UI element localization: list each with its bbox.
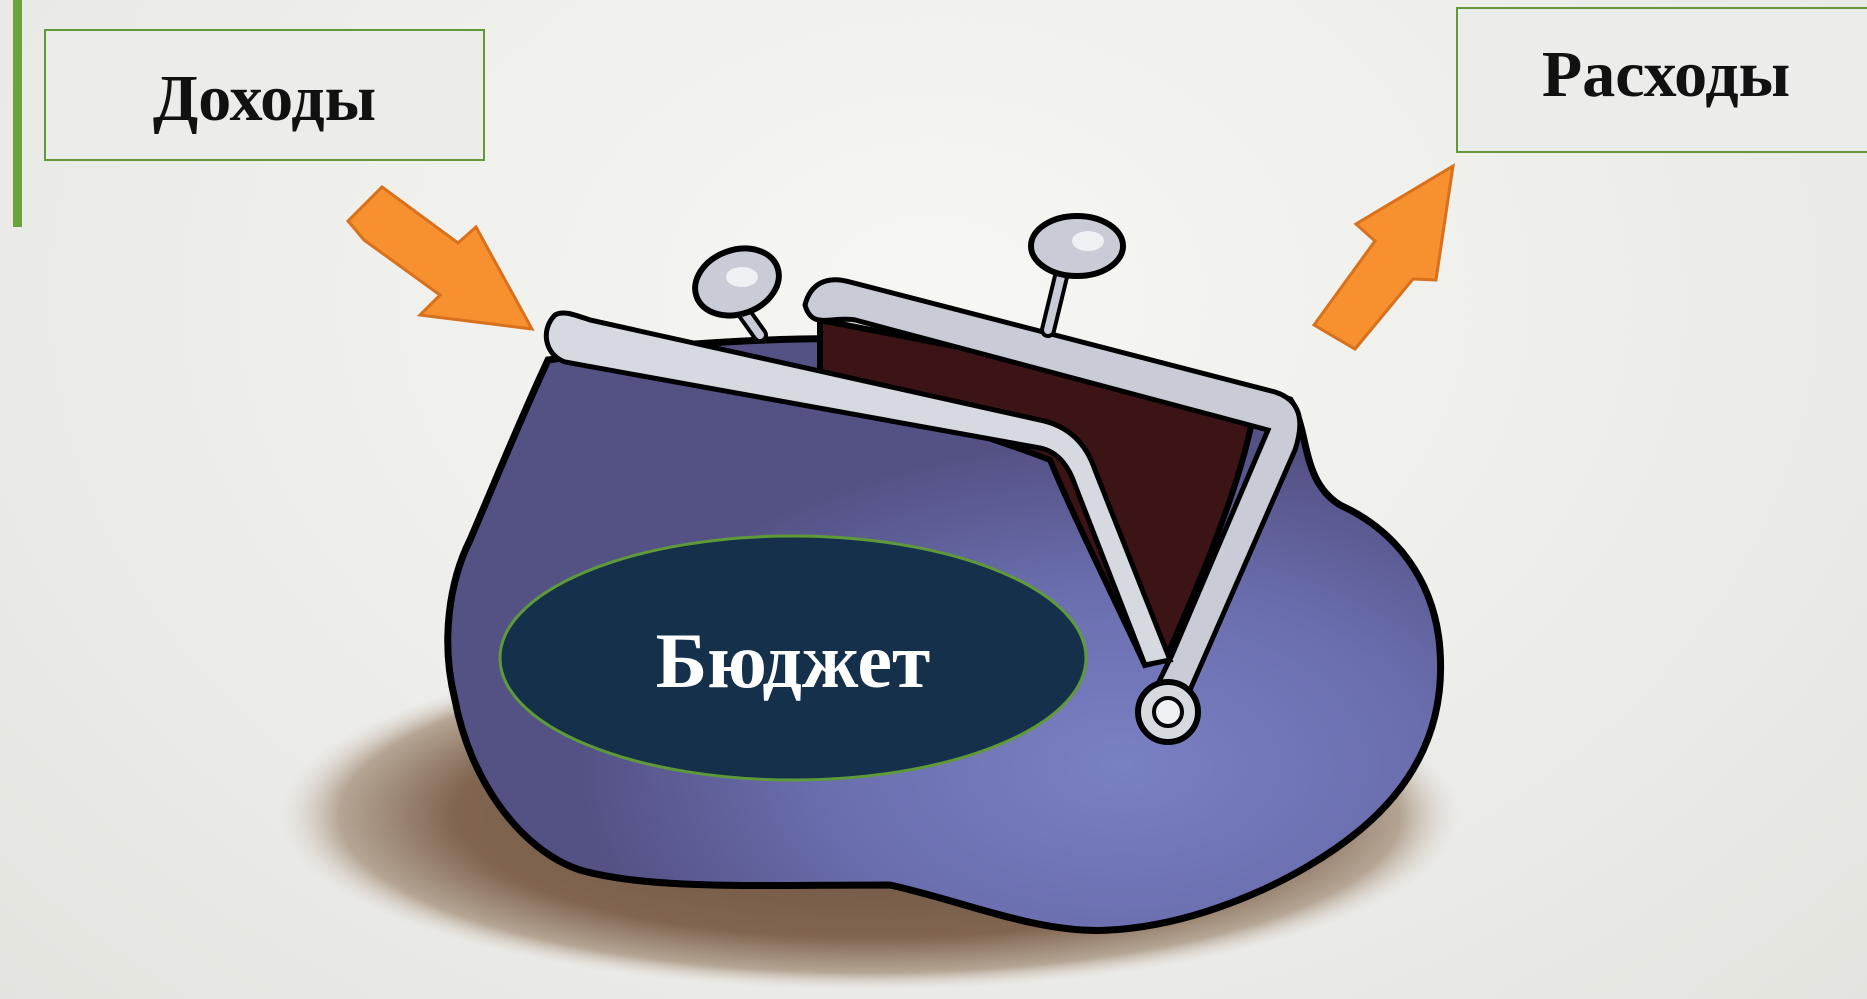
income-box: Доходы [44,29,485,161]
expenses-label: Расходы [1542,37,1790,113]
expenses-box: Расходы [1456,7,1867,153]
arrow-out-icon [1314,166,1453,349]
budget-label: Бюджет [500,535,1086,781]
income-label: Доходы [153,61,376,137]
arrow-in-icon [348,187,532,329]
